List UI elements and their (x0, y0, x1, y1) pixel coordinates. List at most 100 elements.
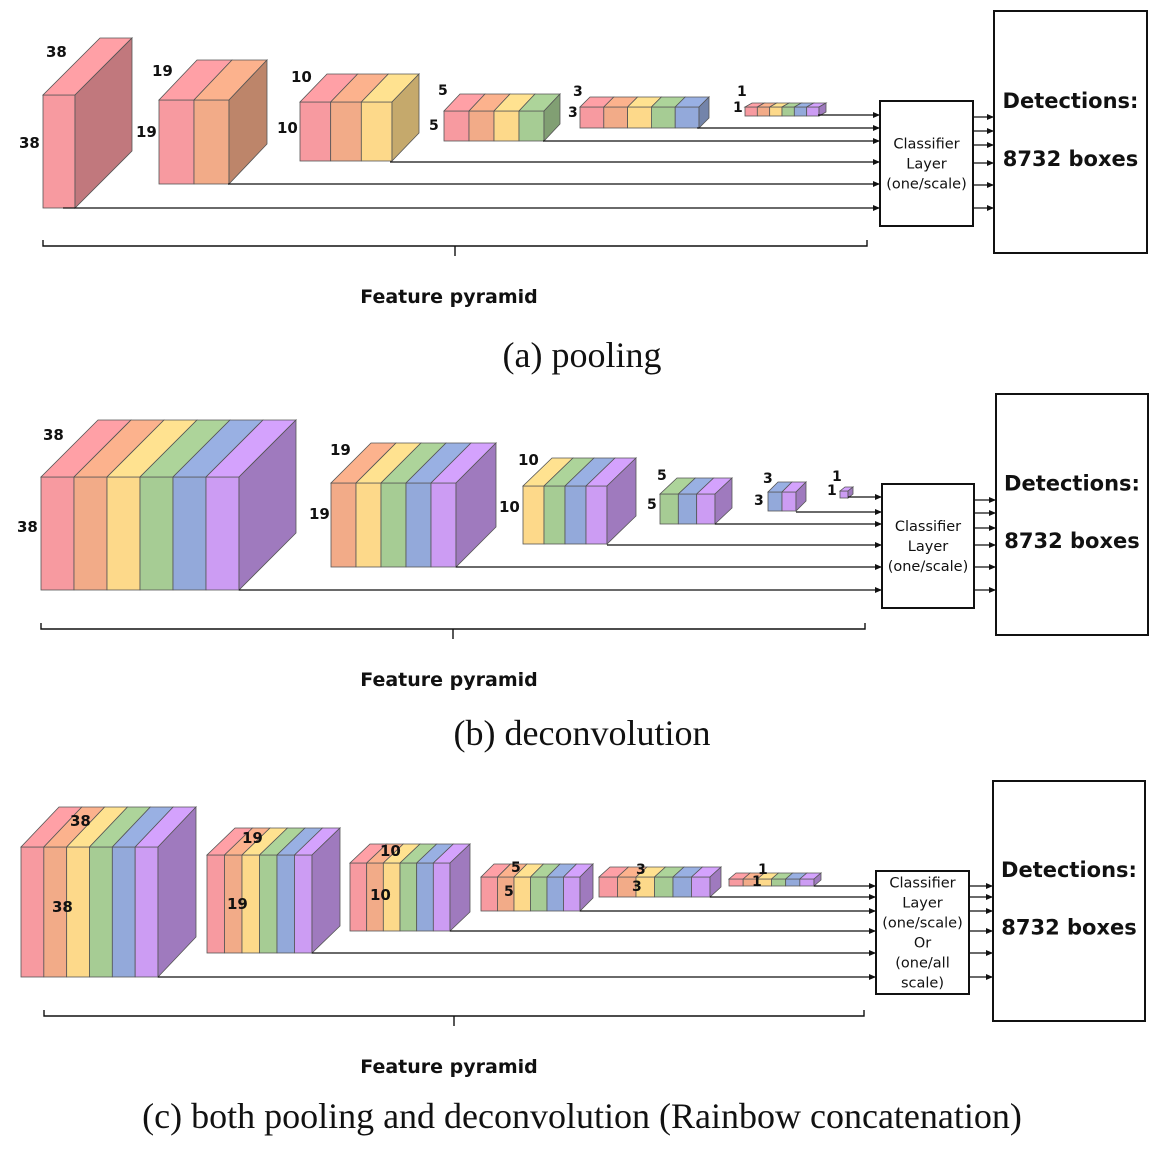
block-side-face (228, 58, 268, 186)
block-height-label: 38 (17, 518, 38, 536)
classifier-label: Classifier (895, 519, 961, 535)
block-front-slab (518, 110, 545, 142)
feature-block: 11 (727, 862, 823, 890)
block-depth-label: 10 (518, 451, 539, 469)
panel-caption: (b) deconvolution (454, 713, 711, 753)
block-front-slab (513, 876, 531, 912)
block-front-slab (771, 878, 787, 887)
block-front-slab (360, 101, 393, 162)
pyramid-brace (40, 623, 866, 639)
block-height-label: 10 (277, 119, 298, 137)
panel-rainbow-concatenation: 383819191010553311ClassifierLayer(one/sc… (20, 780, 1146, 1136)
block-front-slab (659, 493, 679, 525)
block-depth-label: 10 (380, 842, 401, 860)
block-front-slab (781, 491, 797, 512)
block-side-face (238, 419, 297, 591)
block-front-slab (89, 846, 113, 978)
pyramid-brace (42, 240, 868, 256)
detections-count: 8732 boxes (1004, 529, 1140, 553)
classifier-label: Layer (906, 157, 946, 173)
block-front-slab (193, 99, 230, 185)
panel-caption: (c) both pooling and deconvolution (Rain… (142, 1096, 1022, 1136)
block-height-label: 10 (370, 886, 391, 904)
block-depth-label: 3 (636, 862, 646, 878)
block-side-face (709, 866, 722, 898)
block-front-slab (42, 94, 76, 209)
block-front-slab (139, 476, 174, 591)
block-depth-label: 19 (330, 441, 351, 459)
block-front-slab (299, 101, 332, 162)
classifier-box (879, 100, 974, 227)
classifier-label: (one/scale) (888, 559, 969, 575)
block-height-label: 19 (309, 505, 330, 523)
block-front-slab (20, 846, 45, 978)
panel-deconvolution: 383819191010553311ClassifierLayer(one/sc… (17, 393, 1149, 753)
block-side-face (543, 92, 561, 143)
feature-block: 33 (754, 471, 807, 512)
feature-block: 55 (429, 83, 561, 143)
classifier-label: (one/scale) (886, 177, 967, 193)
block-front-slab (793, 106, 808, 117)
block-depth-label: 38 (46, 43, 67, 61)
classifier-box (875, 870, 970, 995)
block-height-label: 19 (227, 895, 248, 913)
block-front-slab (677, 493, 698, 525)
block-front-slab (349, 862, 368, 932)
block-depth-label: 38 (70, 812, 91, 830)
block-front-slab (651, 106, 676, 129)
block-front-slab (522, 485, 545, 545)
block-front-slab (205, 476, 240, 591)
block-front-slab (728, 878, 744, 887)
block-side-face (455, 442, 497, 568)
pyramid-label: Feature pyramid (360, 1056, 538, 1078)
feature-block: 38 38 (19, 37, 133, 209)
block-front-slab (598, 876, 618, 898)
detections-count: 8732 boxes (1003, 147, 1139, 171)
block-height-label: 38 (19, 134, 40, 152)
block-front-slab (799, 878, 815, 887)
block-front-slab (430, 482, 457, 568)
block-depth-label: 10 (291, 68, 312, 86)
block-front-slab (432, 862, 451, 932)
detections-box (992, 780, 1146, 1022)
block-front-slab (546, 876, 564, 912)
block-front-slab (111, 846, 136, 978)
feature-block: 55 (480, 860, 594, 912)
block-front-slab (691, 876, 711, 898)
block-front-slab (585, 485, 608, 545)
feature-block: 10 10 (277, 68, 420, 162)
feature-block: 55 (647, 468, 734, 525)
classifier-label: (one/scale) (882, 916, 963, 932)
block-front-slab (756, 106, 771, 117)
block-height-label: 5 (647, 497, 657, 513)
feature-block: 10 10 (348, 842, 472, 932)
feature-block: 11 (733, 84, 828, 117)
block-side-face (818, 102, 827, 117)
block-side-face (311, 827, 341, 954)
block-front-slab (416, 862, 434, 932)
block-front-slab (276, 854, 295, 954)
block-front-slab (172, 476, 207, 591)
block-front-slab (468, 110, 495, 142)
block-front-slab (206, 854, 225, 954)
block-depth-label: 5 (657, 468, 667, 484)
block-height-label: 1 (752, 874, 762, 890)
block-front-slab (579, 106, 605, 129)
feature-block: 33 (568, 84, 710, 129)
block-front-slab (806, 106, 820, 117)
classifier-label: Layer (902, 896, 942, 912)
block-front-slab (672, 876, 692, 898)
block-front-slab (564, 485, 587, 545)
block-front-slab (654, 876, 674, 898)
panel-pooling: 383819191010553311ClassifierLayer(one/sc… (19, 10, 1148, 375)
block-side-face (391, 73, 420, 162)
block-front-slab (380, 482, 407, 568)
block-height-label: 10 (499, 498, 520, 516)
block-front-slab (493, 110, 520, 142)
detections-title: Detections: (1003, 89, 1139, 113)
